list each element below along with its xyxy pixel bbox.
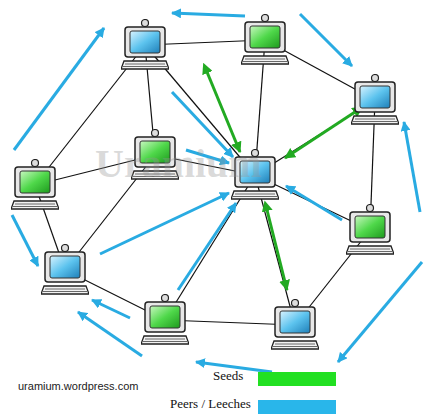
peer-computer xyxy=(41,245,89,295)
mesh-links xyxy=(35,40,375,325)
peer-computer xyxy=(121,20,169,70)
legend-label: Seeds xyxy=(213,368,243,384)
seed-computer xyxy=(11,160,59,210)
legend-swatch xyxy=(258,400,336,414)
peer-computer xyxy=(351,75,399,125)
peer-computer xyxy=(271,300,319,350)
seed-computer xyxy=(346,205,394,255)
site-url: uramium.wordpress.com xyxy=(18,380,138,392)
legend-swatch xyxy=(258,372,336,386)
computers xyxy=(11,15,399,350)
watermark: Uramium xyxy=(95,140,262,187)
seed-computer xyxy=(141,295,189,345)
seed-computer xyxy=(241,15,289,65)
legend-label: Peers / Leeches xyxy=(170,396,251,412)
download-arrows xyxy=(12,13,422,372)
